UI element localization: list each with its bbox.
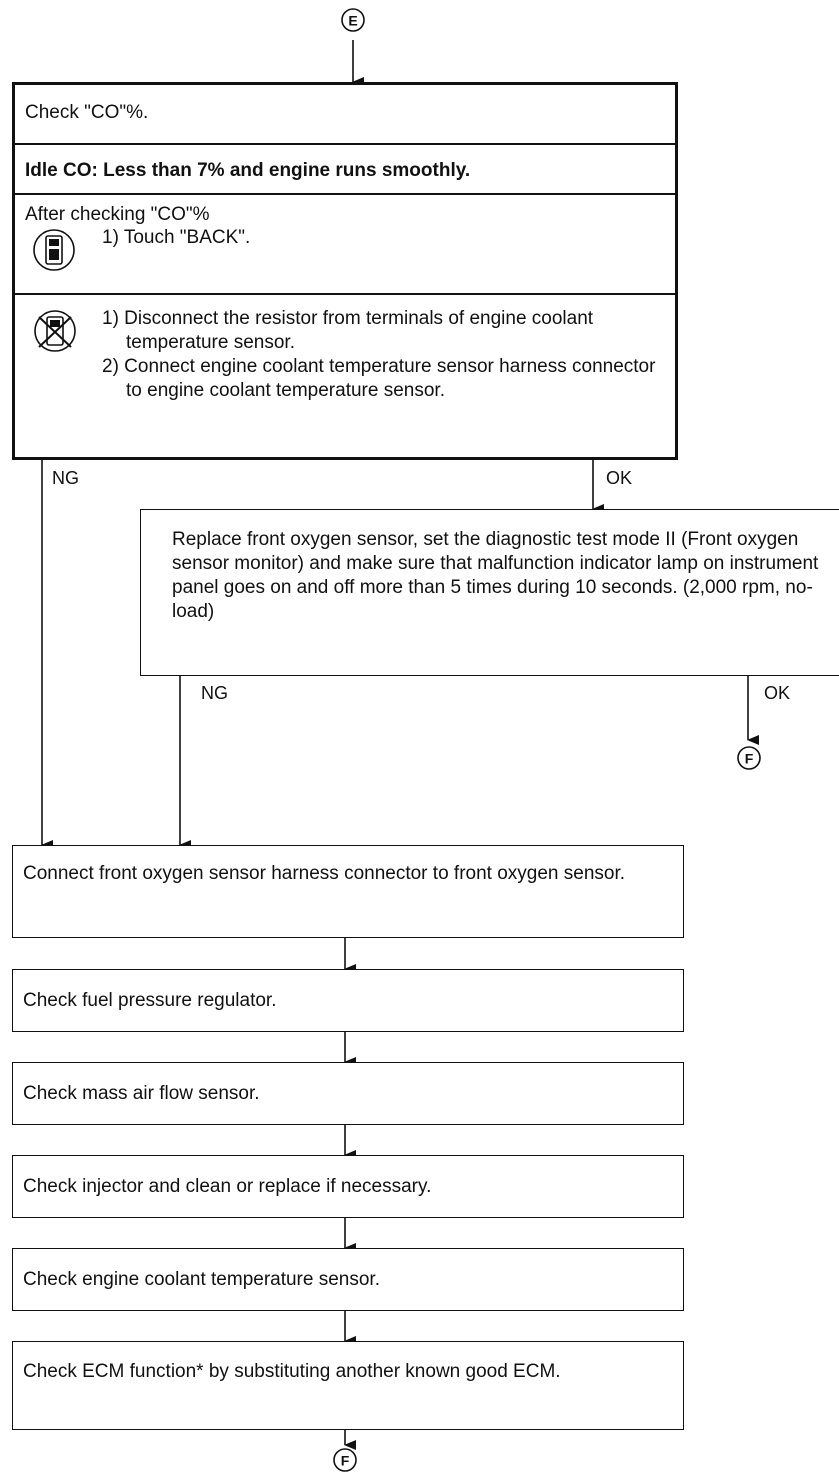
step-ecm-function-text: Check ECM function* by substituting anot… xyxy=(23,1361,561,1382)
svg-text:E: E xyxy=(348,13,357,29)
branch-label-ng-1: NG xyxy=(52,468,79,488)
svg-text:F: F xyxy=(341,1453,350,1469)
connector-f-bottom: F xyxy=(331,1446,359,1474)
no-tester-icon xyxy=(33,307,77,362)
step-injector-text: Check injector and clean or replace if n… xyxy=(23,1176,432,1197)
after-check-step-1: 1) Touch "BACK". xyxy=(102,227,251,248)
step-mass-air-flow: Check mass air flow sensor. xyxy=(12,1062,684,1125)
step-coolant-sensor: Check engine coolant temperature sensor. xyxy=(12,1248,684,1311)
replace-sensor-box: Replace front oxygen sensor, set the dia… xyxy=(140,509,839,676)
branch-label-ok-2: OK xyxy=(764,683,791,703)
step-ecm-function: Check ECM function* by substituting anot… xyxy=(12,1341,684,1430)
step-coolant-sensor-text: Check engine coolant temperature sensor. xyxy=(23,1269,380,1290)
no-tester-step-1: 1) Disconnect the resistor from terminal… xyxy=(102,308,594,353)
step-fuel-pressure-text: Check fuel pressure regulator. xyxy=(23,990,277,1011)
step-connect-harness-text: Connect front oxygen sensor harness conn… xyxy=(23,863,626,884)
step-mass-air-flow-text: Check mass air flow sensor. xyxy=(23,1083,260,1104)
after-check-section: After checking "CO"% 1) Touch "BACK". xyxy=(15,193,675,293)
branch-label-ng-2: NG xyxy=(201,683,228,703)
step-connect-harness: Connect front oxygen sensor harness conn… xyxy=(12,845,684,938)
connector-f-mid: F xyxy=(735,744,763,772)
replace-sensor-text: Replace front oxygen sensor, set the dia… xyxy=(172,529,819,622)
idle-co-spec-section: Idle CO: Less than 7% and engine runs sm… xyxy=(15,143,675,193)
idle-co-spec: Idle CO: Less than 7% and engine runs sm… xyxy=(25,160,471,181)
check-co-heading-section: Check "CO"%. xyxy=(15,85,675,143)
svg-text:F: F xyxy=(745,751,754,767)
step-fuel-pressure: Check fuel pressure regulator. xyxy=(12,969,684,1032)
step-injector: Check injector and clean or replace if n… xyxy=(12,1155,684,1218)
no-tester-section: 1) Disconnect the resistor from terminal… xyxy=(15,293,675,457)
check-co-heading: Check "CO"%. xyxy=(25,102,149,123)
check-co-box: Check "CO"%. Idle CO: Less than 7% and e… xyxy=(12,82,678,460)
after-check-intro: After checking "CO"% xyxy=(25,204,210,225)
connector-e-top: E xyxy=(339,6,367,34)
no-tester-step-2: 2) Connect engine coolant temperature se… xyxy=(102,356,656,401)
consult-tester-icon xyxy=(33,226,75,281)
branch-label-ok-1: OK xyxy=(606,468,633,488)
